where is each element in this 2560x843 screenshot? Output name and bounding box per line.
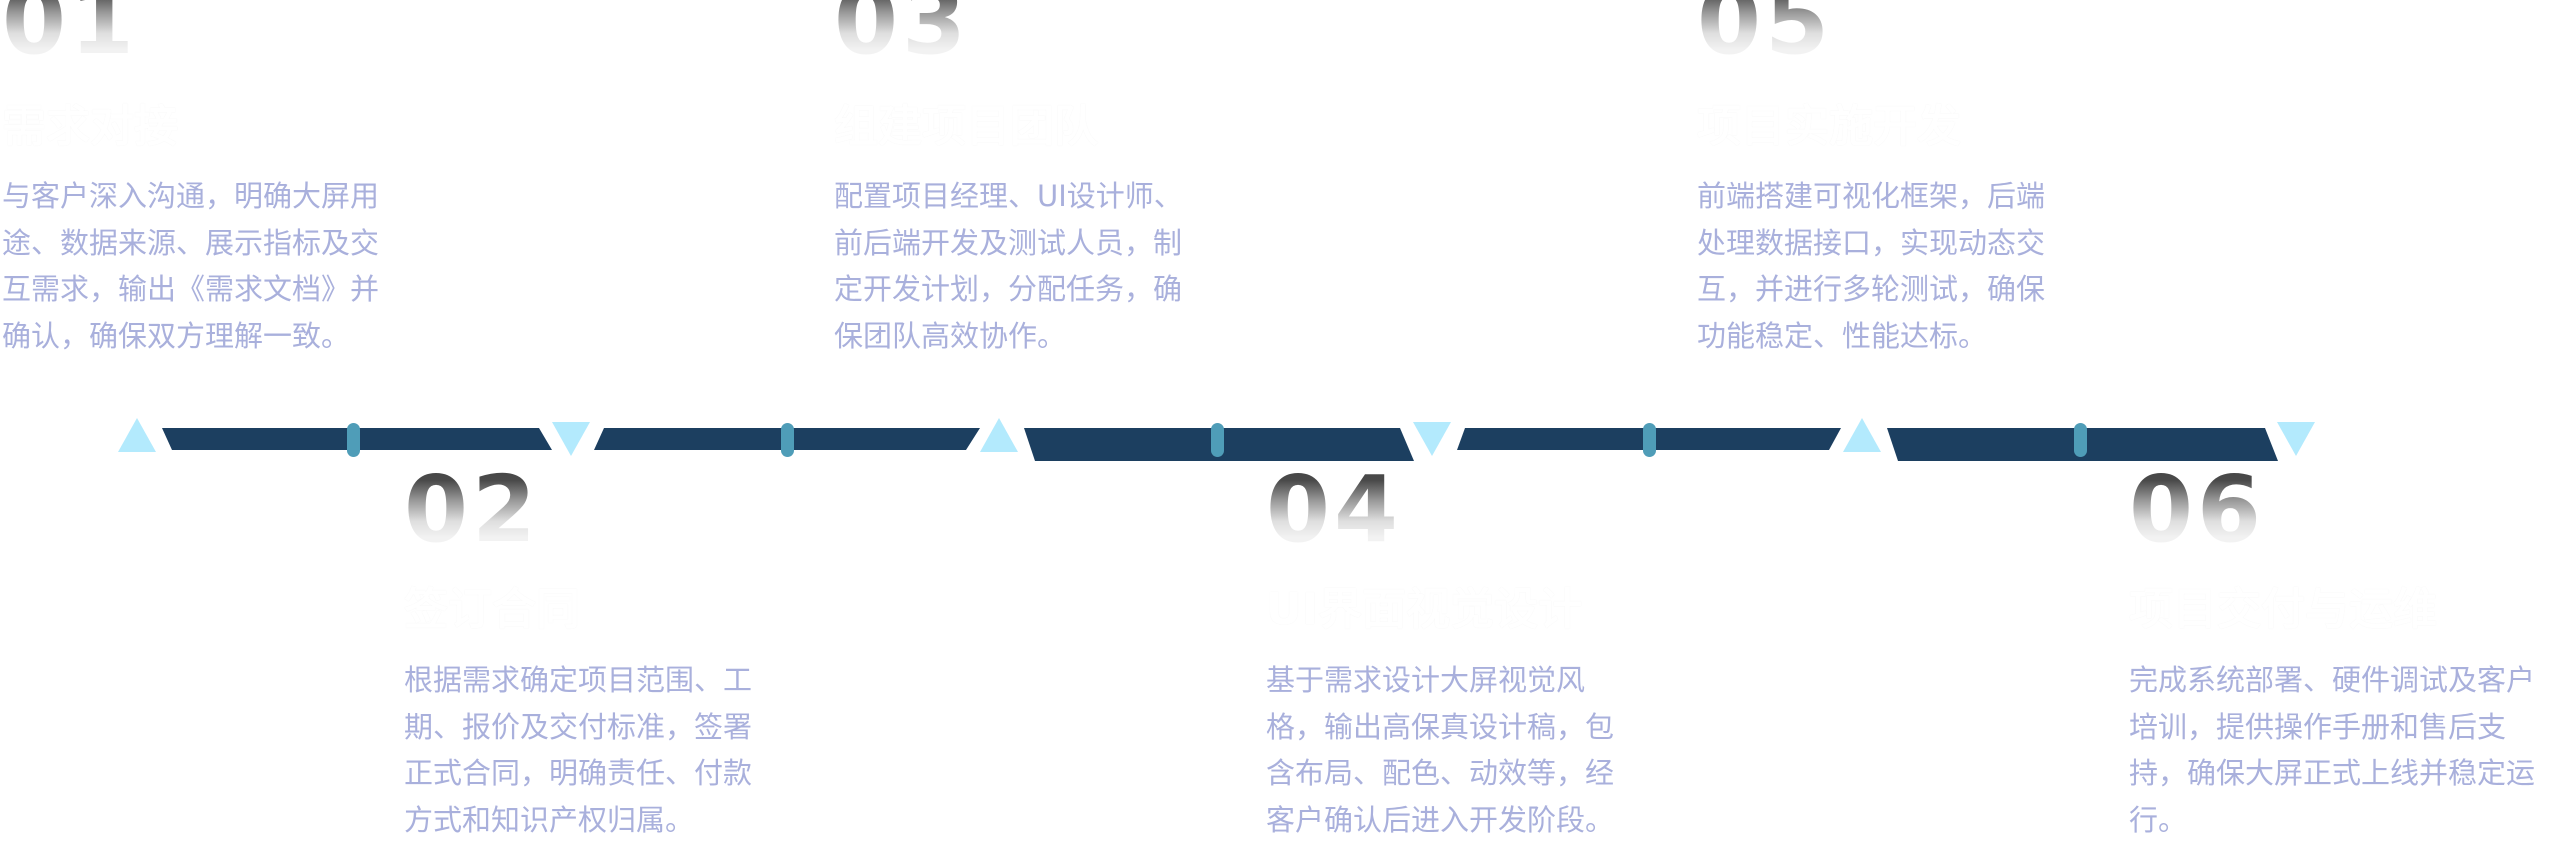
desc-line: 完成系统部署、硬件调试及客户: [2129, 657, 2535, 704]
desc-line: 基于需求设计大屏视觉风: [1266, 657, 1614, 704]
desc-line: 与客户深入沟通，明确大屏用: [2, 173, 379, 220]
triangle-down-icon: [2277, 422, 2315, 456]
desc-line: 方式和知识产权归属。: [404, 797, 752, 843]
triangle-down-icon: [552, 422, 590, 456]
step-description: 前端搭建可视化框架，后端 处理数据接口，实现动态交 互，并进行多轮测试，确保 功…: [1697, 173, 2045, 359]
step-number: 01: [2, 0, 138, 68]
triangle-up-icon: [980, 418, 1018, 452]
desc-line: 行。: [2129, 797, 2535, 843]
timeline-knob: [2074, 423, 2087, 457]
step-description: 完成系统部署、硬件调试及客户 培训，提供操作手册和售后支 持，确保大屏正式上线并…: [2129, 657, 2535, 843]
step-title: 项目交付与运维: [2129, 585, 2437, 635]
step-number: 03: [834, 0, 970, 68]
step-title: 组建项目团队: [834, 102, 1098, 152]
desc-line: 客户确认后进入开发阶段。: [1266, 797, 1614, 843]
timeline-knob: [781, 423, 794, 457]
step-title: 签订合同: [404, 585, 580, 635]
desc-line: 互，并进行多轮测试，确保: [1697, 266, 2045, 313]
timeline-knob: [347, 423, 360, 457]
desc-line: 前后端开发及测试人员，制: [834, 220, 1183, 267]
step-number: 04: [1266, 464, 1402, 556]
desc-line: 功能稳定、性能达标。: [1697, 313, 2045, 360]
desc-line: 根据需求确定项目范围、工: [404, 657, 752, 704]
desc-line: 途、数据来源、展示指标及交: [2, 220, 379, 267]
step-title: UI界面视觉设计: [1266, 585, 1582, 635]
desc-line: 处理数据接口，实现动态交: [1697, 220, 2045, 267]
step-title: 需求对接: [2, 102, 178, 152]
step-number: 05: [1697, 0, 1833, 68]
desc-line: 保团队高效协作。: [834, 313, 1183, 360]
triangle-down-icon: [1413, 422, 1451, 456]
desc-line: 格，输出高保真设计稿，包: [1266, 704, 1614, 751]
timeline-knob: [1643, 423, 1656, 457]
desc-line: 期、报价及交付标准，签署: [404, 704, 752, 751]
desc-line: 互需求，输出《需求文档》并: [2, 266, 379, 313]
desc-line: 配置项目经理、UI设计师、: [834, 173, 1183, 220]
step-description: 配置项目经理、UI设计师、 前后端开发及测试人员，制 定开发计划，分配任务，确 …: [834, 173, 1183, 359]
step-description: 与客户深入沟通，明确大屏用 途、数据来源、展示指标及交 互需求，输出《需求文档》…: [2, 173, 379, 359]
desc-line: 定开发计划，分配任务，确: [834, 266, 1183, 313]
desc-line: 持，确保大屏正式上线并稳定运: [2129, 750, 2535, 797]
desc-line: 含布局、配色、动效等，经: [1266, 750, 1614, 797]
step-description: 基于需求设计大屏视觉风 格，输出高保真设计稿，包 含布局、配色、动效等，经 客户…: [1266, 657, 1614, 843]
triangle-up-icon: [118, 418, 156, 452]
desc-line: 前端搭建可视化框架，后端: [1697, 173, 2045, 220]
desc-line: 正式合同，明确责任、付款: [404, 750, 752, 797]
timeline-knob: [1211, 423, 1224, 457]
step-description: 根据需求确定项目范围、工 期、报价及交付标准，签署 正式合同，明确责任、付款 方…: [404, 657, 752, 843]
desc-line: 培训，提供操作手册和售后支: [2129, 704, 2535, 751]
step-title: 项目实施开发: [1697, 102, 1961, 152]
triangle-up-icon: [1843, 418, 1881, 452]
desc-line: 确认，确保双方理解一致。: [2, 313, 379, 360]
step-number: 06: [2129, 464, 2265, 556]
step-number: 02: [404, 464, 540, 556]
